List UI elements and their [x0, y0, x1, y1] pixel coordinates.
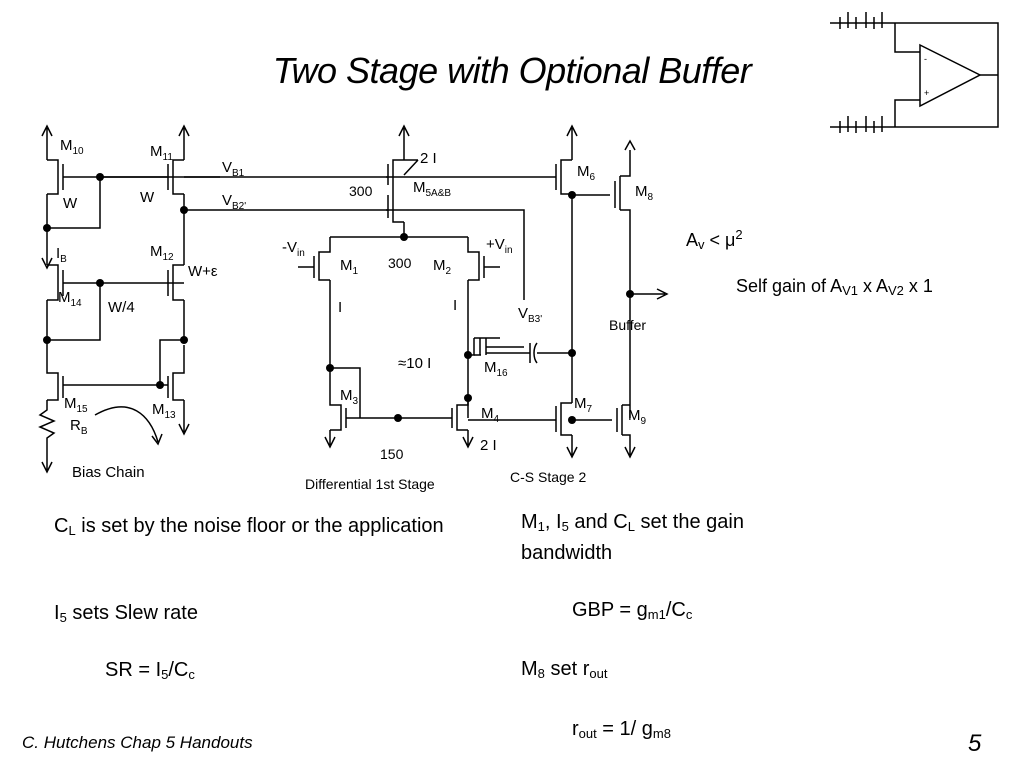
- page-number: 5: [968, 730, 982, 757]
- m8-label: M8: [635, 183, 654, 203]
- w-left-label: W: [63, 195, 78, 212]
- vb3-label: VB3': [518, 305, 542, 325]
- m11-label: M11: [150, 143, 173, 163]
- m4-label: M4: [481, 405, 500, 425]
- svg-text:-: -: [924, 54, 927, 64]
- top-current-label: 2 I: [420, 150, 437, 167]
- ten-i-label: ≈10 I: [398, 355, 431, 372]
- m3-label: M3: [340, 387, 359, 407]
- diff-stage-label: Differential 1st Stage: [305, 476, 435, 492]
- m12-label: M12: [150, 243, 174, 263]
- gbp-formula: GBP = gm1/Cc: [572, 599, 693, 622]
- m9-label: M9: [628, 407, 647, 427]
- rb-label: RB: [70, 417, 88, 437]
- m16-label: M16: [484, 359, 508, 379]
- sr-formula: SR = I5/Cc: [105, 659, 195, 682]
- svg-text:+: +: [924, 88, 929, 98]
- output-stage: [468, 124, 669, 459]
- slide-title: Two Stage with Optional Buffer: [272, 50, 752, 91]
- m7-label: M7: [574, 395, 593, 415]
- buffer-label: Buffer: [609, 317, 646, 333]
- vin-neg-label: -Vin: [282, 239, 305, 259]
- gbw-note: M1, I5 and CL set the gain bandwidth: [521, 511, 744, 564]
- m1m2-width-label: 300: [388, 255, 412, 271]
- vb1-label: VB1: [222, 159, 245, 179]
- vb2-label: VB2': [222, 192, 246, 212]
- m15-label: M15: [64, 395, 88, 415]
- bias-chain-label: Bias Chain: [72, 464, 145, 481]
- w4-label: W/4: [108, 299, 135, 316]
- bias-chain: [38, 124, 556, 474]
- cl-note: CL is set by the noise floor or the appl…: [54, 515, 444, 538]
- opamp-thumbnail-icon: - +: [830, 12, 999, 133]
- gain-expression: Av < μ2: [686, 227, 743, 252]
- ib-label: IB: [56, 245, 67, 265]
- vin-pos-label: +Vin: [486, 236, 513, 256]
- rout-note: M8 set rout: [521, 658, 608, 681]
- self-gain-text: Self gain of AV1 x AV2 x 1: [736, 276, 933, 298]
- m14-label: M14: [58, 289, 82, 309]
- m5-width-label: 300: [349, 183, 373, 199]
- m2-label: M2: [433, 257, 452, 277]
- right-branch-current: I: [453, 297, 457, 314]
- diff-stage: [298, 124, 572, 449]
- left-branch-current: I: [338, 299, 342, 316]
- rout-formula: rout = 1/ gm8: [572, 718, 671, 741]
- cs-stage-label: C-S Stage 2: [510, 469, 586, 485]
- w-right-label: W: [140, 189, 155, 206]
- m10-label: M10: [60, 137, 84, 157]
- slew-rate-note: I5 sets Slew rate: [54, 602, 198, 625]
- m1-label: M1: [340, 257, 359, 277]
- footer-author: C. Hutchens Chap 5 Handouts: [22, 733, 253, 752]
- m13-label: M13: [152, 401, 176, 421]
- bottom-current-label: 2 I: [480, 437, 497, 454]
- m6-label: M6: [577, 163, 596, 183]
- m5-label: M5A&B: [413, 179, 451, 199]
- w-eps-label: W+ε: [188, 263, 218, 280]
- m3m4-width-label: 150: [380, 446, 404, 462]
